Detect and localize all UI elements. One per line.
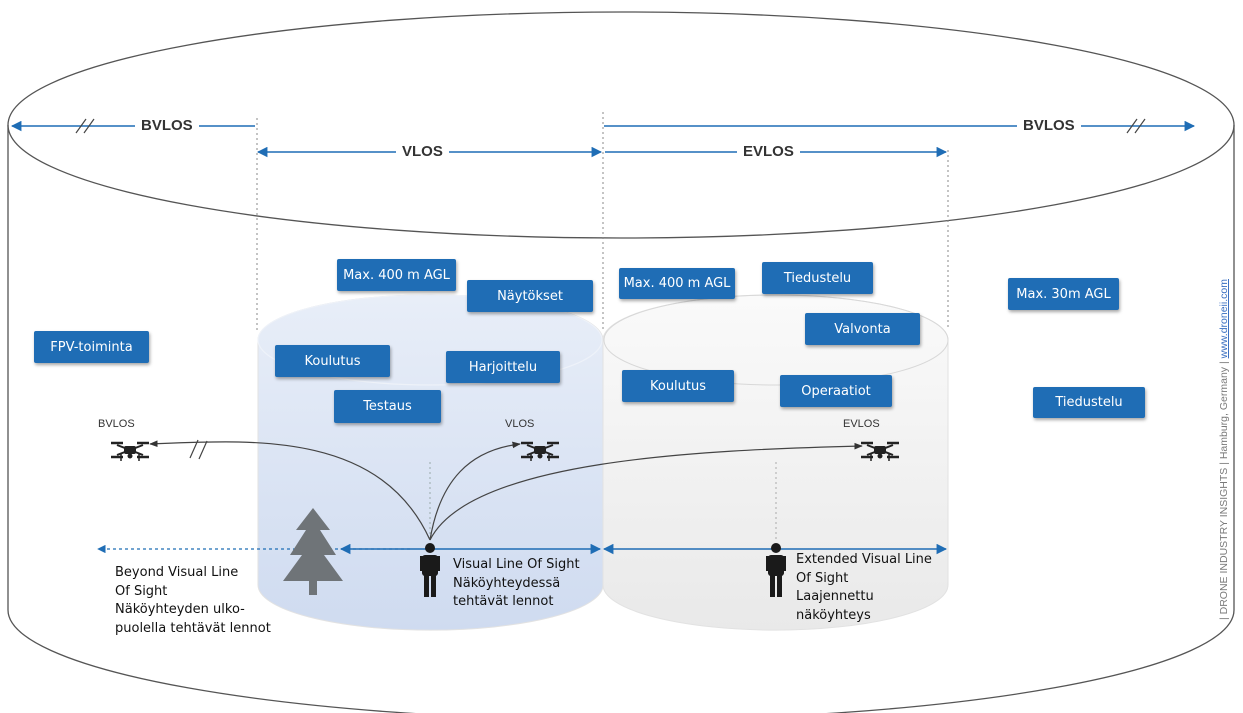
evlos-operaatiot-tag: Operaatiot: [780, 375, 892, 407]
evlos-description: Extended Visual Line Of Sight Laajennett…: [796, 552, 932, 623]
vlos-harjoittelu-tag: Harjoittelu: [446, 351, 560, 383]
bvlos-drone-icon: [109, 441, 151, 463]
vlos-flight-path: [429, 441, 521, 541]
source-link[interactable]: www.droneii.com: [1218, 279, 1230, 359]
tree-icon: [283, 508, 343, 595]
vlos-cylinder-top: [257, 294, 603, 386]
bvlos-fpv-tag: FPV-toiminta: [34, 331, 149, 363]
bvlos-left-break-mark: [75, 118, 87, 134]
vlos-naytokset-tag: Näytökset: [467, 280, 593, 312]
airspace-cylinder-body: [7, 125, 1235, 713]
evlos-max-altitude-tag: Max. 400 m AGL: [619, 268, 735, 299]
vlos-koulutus-tag: Koulutus: [275, 345, 390, 377]
bvlos-drone-label: BVLOS: [98, 418, 135, 430]
bvlos-tiedustelu-tag: Tiedustelu: [1033, 387, 1145, 418]
bvlos-left-zone-label: BVLOS: [135, 117, 199, 134]
source-credit: | DRONE INDUSTRY INSIGHTS | Hamburg, Ger…: [1218, 279, 1230, 620]
evlos-zone-label: EVLOS: [737, 143, 800, 160]
evlos-cylinder-top: [603, 294, 949, 386]
bvlos-max-altitude-tag: Max. 30m AGL: [1008, 278, 1119, 310]
vlos-description: Visual Line Of Sight Näköyhteydessä teht…: [453, 557, 580, 609]
vlos-zone-label: VLOS: [396, 143, 449, 160]
evlos-valvonta-tag: Valvonta: [805, 313, 920, 345]
bvlos-right-zone-label: BVLOS: [1017, 117, 1081, 134]
vlos-max-altitude-tag: Max. 400 m AGL: [337, 259, 456, 291]
evlos-tiedustelu-tag: Tiedustelu: [762, 262, 873, 294]
evlos-drone-label: EVLOS: [843, 418, 880, 430]
bvlos-right-break-mark: [1126, 118, 1138, 134]
vlos-drone-label: VLOS: [505, 418, 535, 430]
bvlos-flight-path: [149, 440, 431, 541]
bvlos-description: Beyond Visual Line Of Sight Näköyhteyden…: [115, 565, 271, 636]
evlos-koulutus-tag: Koulutus: [622, 370, 734, 402]
evlos-flight-path: [429, 442, 863, 541]
airspace-cylinder-top: [7, 11, 1235, 239]
vlos-testaus-tag: Testaus: [334, 390, 441, 423]
